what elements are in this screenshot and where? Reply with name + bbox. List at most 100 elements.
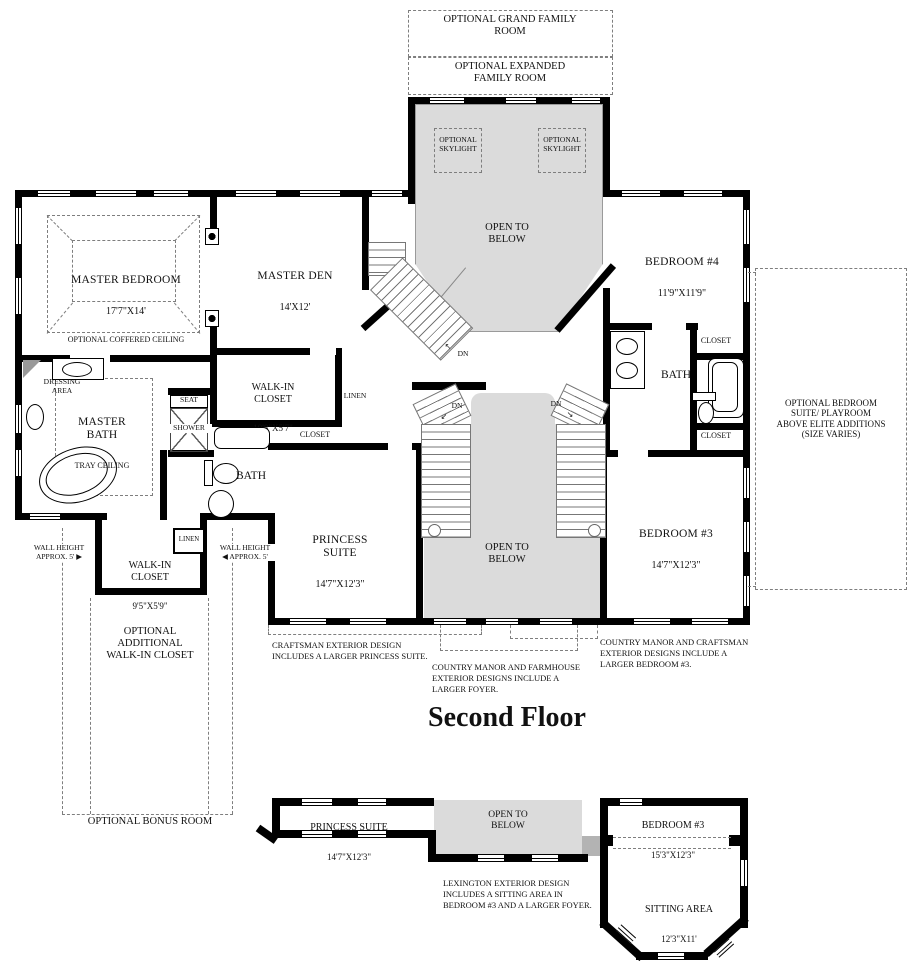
room-name: WALK-IN CLOSET — [251, 382, 295, 405]
wall — [95, 588, 207, 595]
room-name: BEDROOM #3 — [641, 820, 705, 832]
optional-grand-family-outline — [408, 10, 613, 57]
window — [350, 618, 386, 625]
window — [15, 208, 22, 244]
optional-bedroom-suite-outline — [755, 268, 907, 590]
wall — [168, 450, 214, 457]
note-bracket — [268, 625, 482, 635]
sitting-area-label: SITTING AREA 12'3"X11' — [616, 886, 742, 962]
stair-volute — [428, 524, 441, 537]
optional-grand-family-label: OPTIONAL GRAND FAMILY ROOM — [443, 14, 577, 37]
master-bath-label: MASTER BATH TRAY CEILING — [60, 398, 144, 488]
optional-area-outline — [62, 814, 233, 815]
room-dims: 9'5"X5'9" — [132, 601, 168, 612]
room-name: BEDROOM #4 — [645, 256, 719, 269]
room-dims: 14'7"X12'3" — [315, 578, 365, 590]
bathtub-inner — [712, 362, 738, 412]
open-to-below-top-label: OPEN TO BELOW — [485, 222, 529, 245]
room-dims: 14'X12' — [279, 301, 311, 313]
dn-label: DN — [451, 401, 463, 410]
staircase-left-run — [421, 424, 471, 538]
optional-expanded-family-label: OPTIONAL EXPANDED FAMILY ROOM — [454, 61, 566, 84]
sink — [616, 362, 638, 379]
optional-bedroom-suite-label: OPTIONAL BEDROOM SUITE/ PLAYROOM ABOVE E… — [776, 398, 886, 439]
sink — [62, 362, 92, 377]
closet-label: CLOSET — [700, 336, 732, 345]
room-dims: 14'7"X12'3" — [326, 851, 372, 862]
column — [205, 310, 219, 327]
window — [15, 405, 22, 433]
wall — [15, 513, 107, 520]
wall — [697, 353, 750, 360]
closet-label: CLOSET — [700, 431, 732, 440]
window — [634, 618, 670, 625]
optional-expanded-family-outline — [408, 57, 613, 95]
room-name: SITTING AREA — [644, 904, 714, 916]
door-opening — [618, 450, 648, 457]
wall — [603, 288, 610, 330]
optional-area-outline — [90, 598, 91, 814]
lower-gray-connector — [582, 836, 602, 856]
dressing-area-label: DRESSING AREA — [43, 377, 81, 395]
room-dims: 17'7"X14' — [106, 305, 146, 317]
wall — [603, 190, 750, 197]
linen-cabinet — [173, 528, 205, 554]
bedroom-3-label: BEDROOM #3 14'7"X12'3" — [614, 510, 738, 589]
page-title: Second Floor — [428, 702, 586, 733]
window — [15, 278, 22, 314]
wall — [603, 450, 750, 457]
window — [290, 618, 326, 625]
room-name: PRINCESS SUITE — [312, 534, 368, 560]
bathtub — [214, 427, 270, 449]
room-name: MASTER BEDROOM — [71, 274, 181, 287]
toilet-tank — [692, 392, 716, 401]
wall — [95, 513, 102, 595]
bath-label: BATH — [235, 470, 267, 482]
room-note: TRAY CEILING — [74, 460, 130, 470]
wall — [603, 323, 610, 457]
wall — [210, 190, 217, 230]
wall — [210, 327, 217, 355]
room-note: OPTIONAL COFFERED CEILING — [67, 335, 185, 345]
stair-well-top — [471, 393, 555, 431]
door-opening — [652, 323, 686, 330]
shower-label: SHOWER — [166, 423, 212, 433]
room-name: MASTER BATH — [78, 416, 126, 442]
window — [478, 854, 504, 862]
wall — [428, 854, 588, 862]
wall — [268, 513, 275, 625]
sink — [208, 490, 234, 518]
wall — [335, 348, 342, 427]
column-line — [613, 848, 731, 849]
master-den-label: MASTER DEN 14'X12' — [243, 252, 347, 331]
wall — [697, 423, 750, 430]
window — [30, 513, 60, 520]
window — [743, 268, 750, 302]
sink — [616, 338, 638, 355]
note-craftsman: CRAFTSMAN EXTERIOR DESIGN INCLUDES A LAR… — [272, 640, 428, 662]
wall — [268, 443, 423, 450]
staircase-right-run — [556, 424, 606, 538]
dashed-connector — [748, 586, 756, 587]
coffered-ceiling-outline — [47, 215, 200, 333]
toilet-bowl — [698, 402, 714, 424]
wall — [200, 513, 207, 595]
window — [743, 576, 750, 606]
wall — [110, 355, 210, 362]
wall-height-left-label: WALL HEIGHT APPROX. 5' ▶ — [24, 543, 94, 562]
wall — [743, 190, 750, 625]
window — [372, 190, 402, 197]
tray-ceiling-outline — [55, 378, 153, 496]
window — [572, 97, 600, 104]
sink — [26, 404, 44, 430]
window — [743, 522, 750, 552]
wall — [15, 355, 70, 362]
toilet-bowl — [213, 463, 239, 484]
optional-area-outline — [208, 598, 209, 814]
lower-open-to-below — [434, 800, 582, 856]
window — [430, 97, 464, 104]
room-name: WALK-IN CLOSET — [128, 560, 172, 583]
note-lexington: LEXINGTON EXTERIOR DESIGN INCLUDES A SIT… — [443, 878, 592, 911]
wall — [272, 830, 434, 838]
